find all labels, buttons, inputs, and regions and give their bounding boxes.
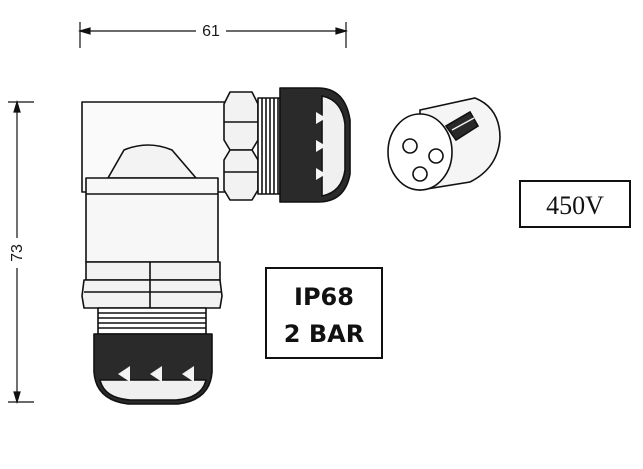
pin-hole-2 — [428, 148, 444, 164]
width-dimension-label: 61 — [202, 23, 220, 40]
rating-pressure: 2 BAR — [284, 320, 364, 348]
voltage-box: 450V — [519, 180, 631, 228]
height-dimension — [8, 99, 34, 405]
angle-connector — [81, 87, 351, 405]
hex-nut-right — [223, 91, 259, 201]
dome-top — [107, 144, 197, 179]
width-dimension — [77, 22, 349, 48]
pin-hole-3 — [412, 166, 428, 182]
rating-ip: IP68 — [294, 283, 354, 311]
voltage-box-frame — [519, 180, 631, 228]
width-arrow-left — [77, 27, 91, 35]
seal-cap-bottom — [93, 333, 213, 405]
insert-latch — [444, 110, 480, 142]
seal-cap-right — [279, 87, 351, 203]
width-arrow-right — [335, 27, 349, 35]
pin-hole-1 — [402, 138, 418, 154]
insert-face — [387, 113, 453, 191]
pin-insert — [387, 97, 501, 191]
thread-bottom — [97, 307, 207, 335]
height-arrow-bottom — [13, 391, 21, 405]
main-body — [85, 177, 219, 263]
height-arrow-top — [13, 99, 21, 113]
rating-box-frame — [265, 267, 383, 359]
thread-right — [257, 97, 281, 195]
rating-box: IP68 2 BAR — [265, 267, 383, 359]
height-dimension-label: 73 — [9, 244, 26, 262]
voltage-label: 450V — [546, 191, 604, 220]
hex-nut-bottom — [81, 261, 223, 309]
